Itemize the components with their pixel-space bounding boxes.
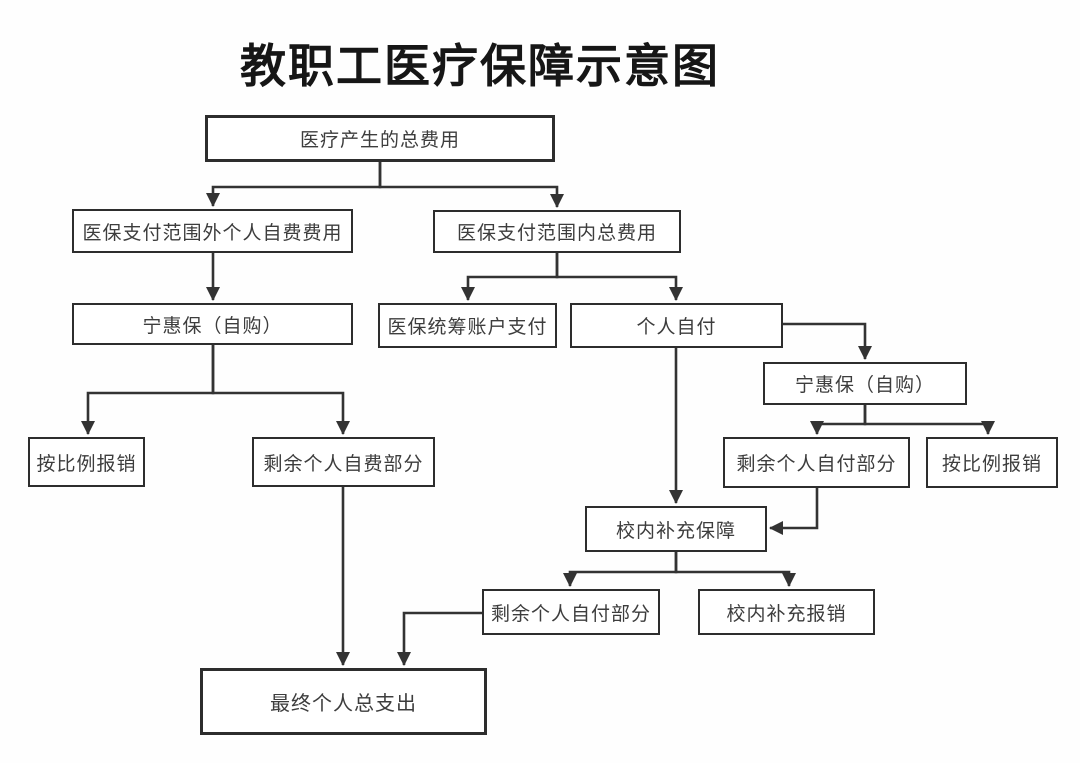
node-ninghuibao-left: 宁惠保（自购）: [72, 303, 353, 345]
node-remaining-self-fee: 剩余个人自费部分: [252, 437, 435, 487]
node-remaining-self-pay-right: 剩余个人自付部分: [723, 437, 910, 488]
node-pooled-account-pay: 医保统筹账户支付: [378, 303, 557, 348]
node-remaining-self-pay-mid: 剩余个人自付部分: [482, 589, 660, 635]
node-campus-supplement-guarantee: 校内补充保障: [585, 506, 767, 552]
node-inside-scope-total: 医保支付范围内总费用: [433, 210, 681, 253]
node-personal-pay: 个人自付: [570, 303, 783, 348]
node-final-personal-total: 最终个人总支出: [200, 668, 487, 735]
node-prorated-reimburse-left: 按比例报销: [28, 437, 145, 487]
node-outside-scope-self-fee: 医保支付范围外个人自费费用: [72, 209, 353, 253]
page-title: 教职工医疗保障示意图: [240, 40, 720, 92]
node-prorated-reimburse-right: 按比例报销: [926, 437, 1058, 488]
node-total-medical-cost: 医疗产生的总费用: [205, 115, 555, 162]
node-ninghuibao-right: 宁惠保（自购）: [763, 362, 967, 405]
node-campus-supplement-reimburse: 校内补充报销: [698, 589, 875, 635]
